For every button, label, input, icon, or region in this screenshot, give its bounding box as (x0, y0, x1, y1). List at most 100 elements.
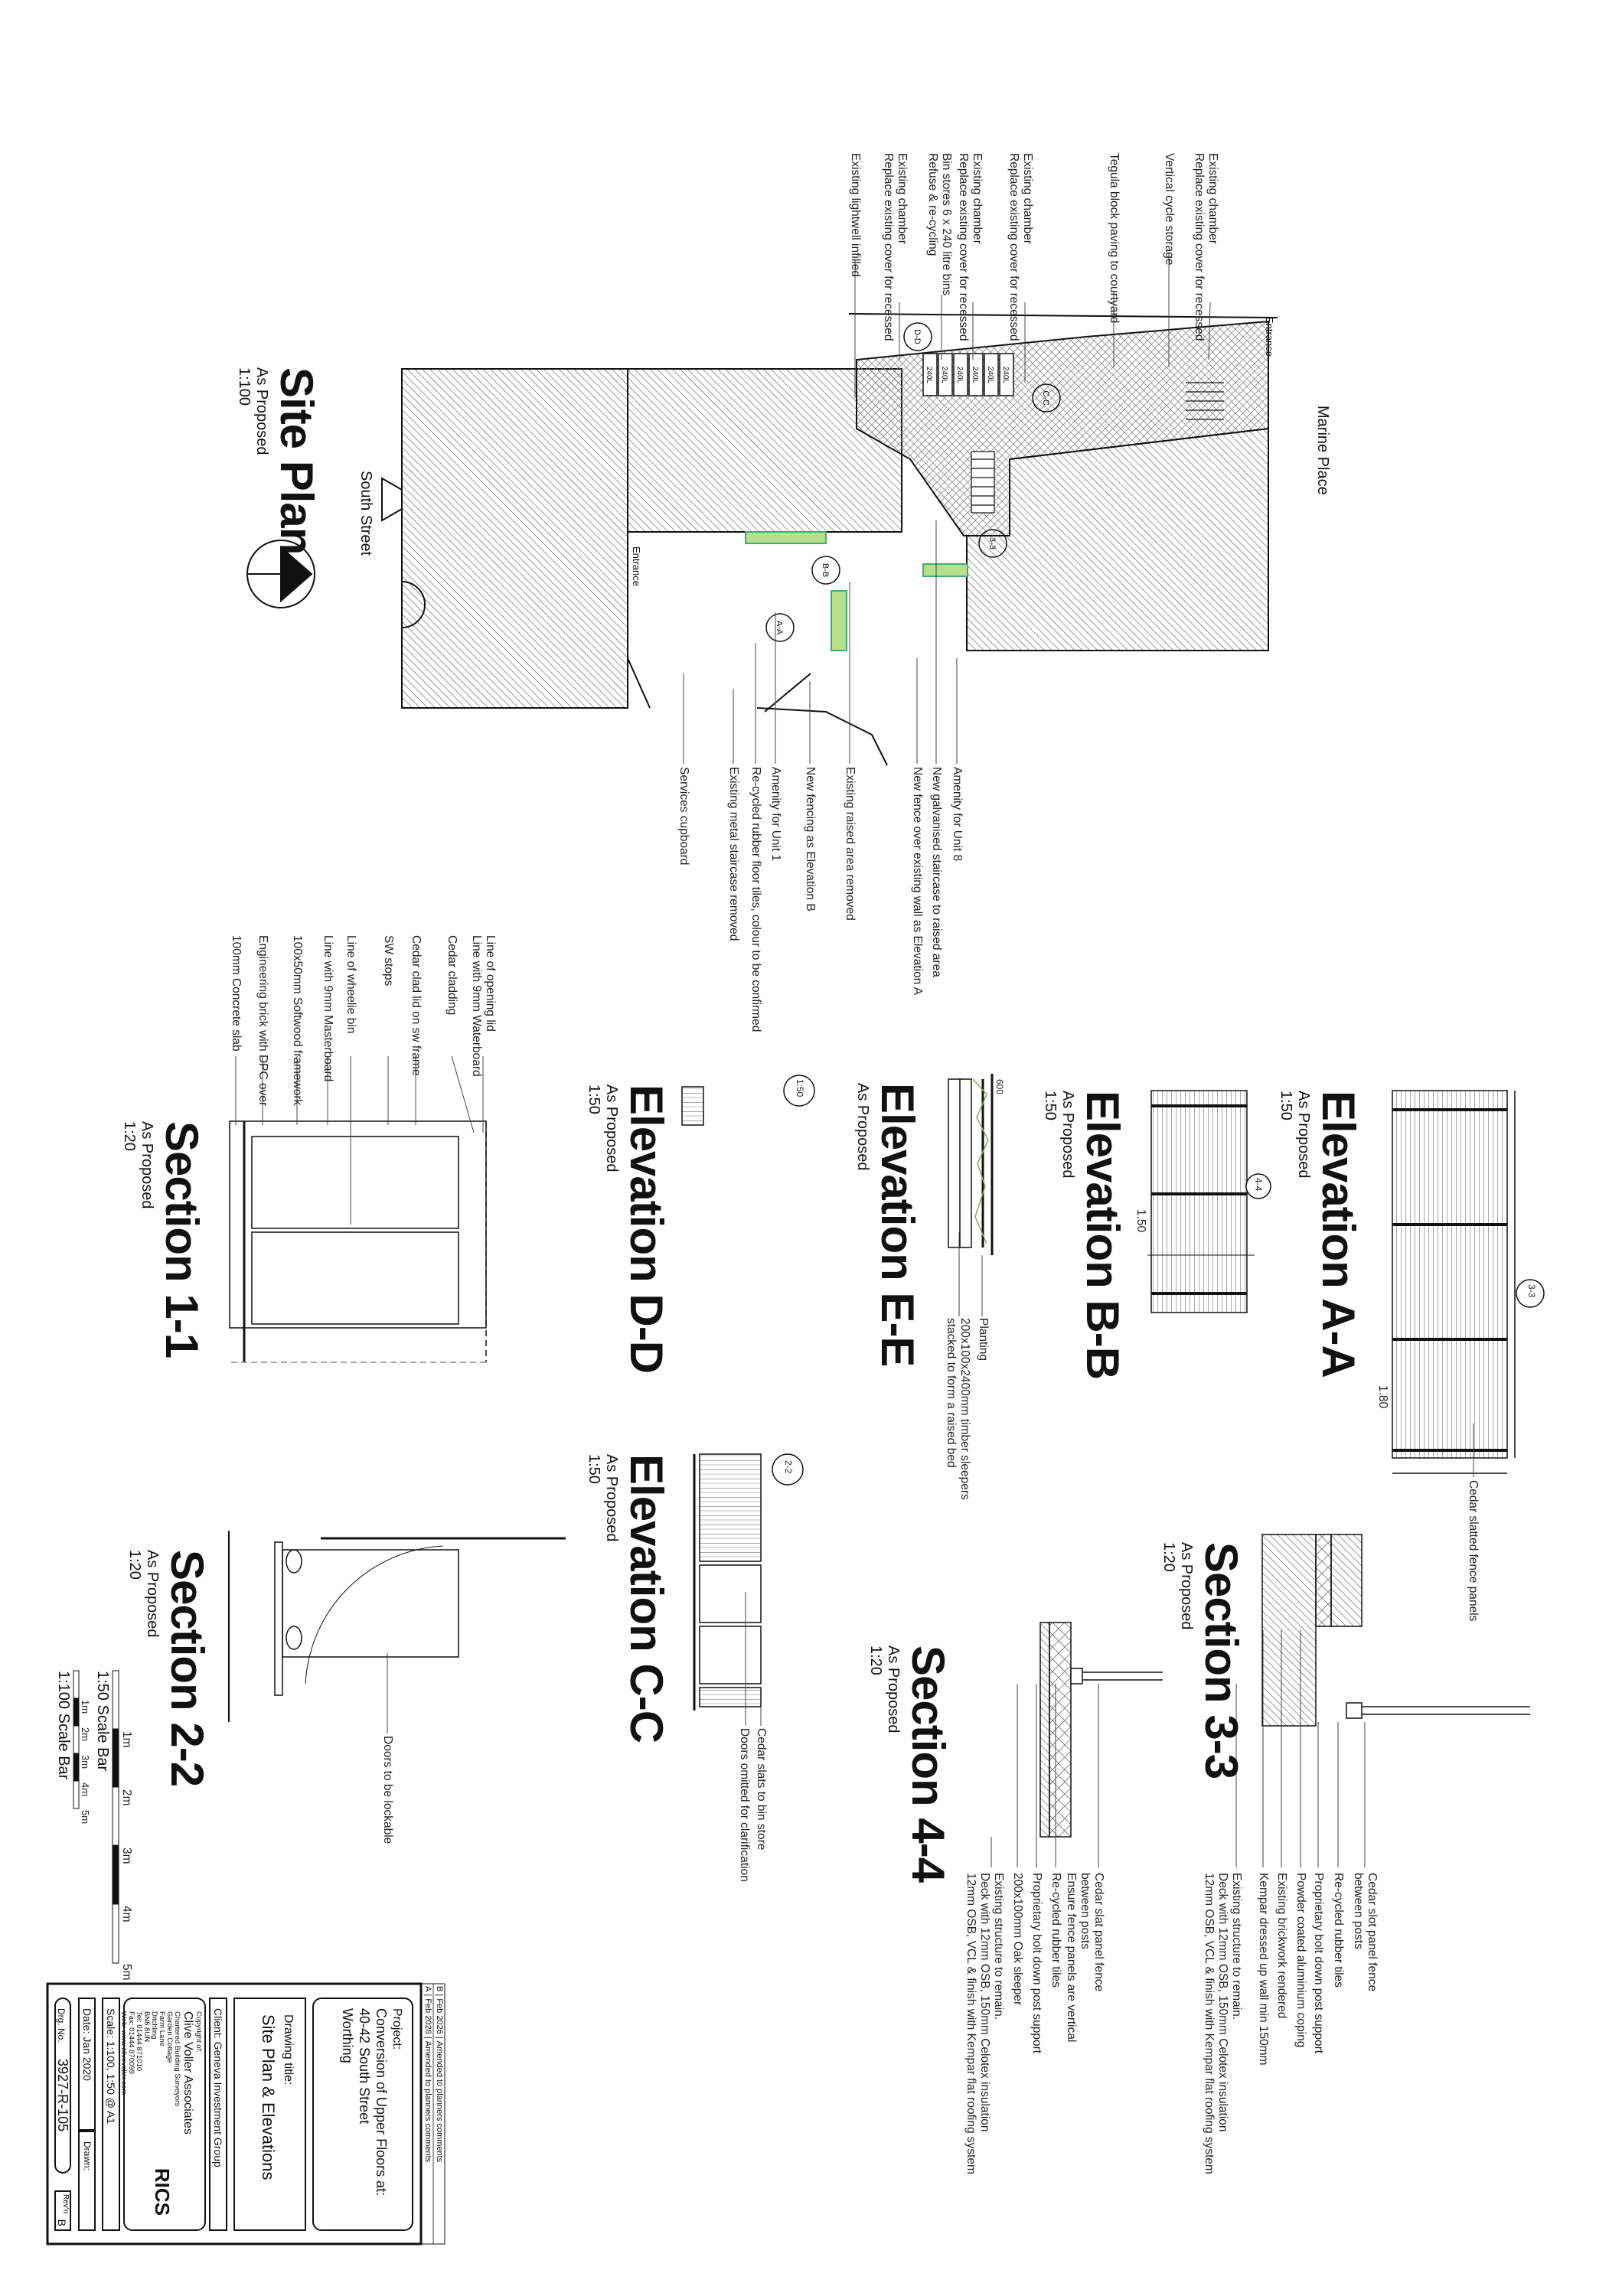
amenity-unit1-planting (831, 590, 847, 651)
note: New fence over existing wall as Elevatio… (911, 767, 924, 996)
section-22-title: Section 2-2 (162, 1550, 213, 1787)
scale-bar-1-50 (112, 1670, 119, 1964)
elevation-aa-title-block: Elevation A-A As Proposed 1:50 (1277, 1091, 1365, 1378)
note: Tegula block paving to courtyard (1108, 153, 1121, 324)
elevation-ee-title-block: Elevation E-E As Proposed (853, 1083, 924, 1366)
date-box: Date: Jan 2020 (78, 1998, 96, 2131)
elevation-bb-marker: 4-4 (1253, 1178, 1264, 1192)
note: New galvanised staircase to raised area (930, 767, 943, 977)
section-11-subtitle: As Proposed (139, 1121, 155, 1209)
note: Vertical cycle storage (1163, 153, 1176, 266)
note: Existing structure to remain.Deck with 1… (1203, 1873, 1243, 2174)
section-44-scale: 1:20 (867, 1645, 884, 1675)
title-block-frame (46, 1982, 423, 2245)
section-11-drawing (229, 1055, 487, 1363)
note: Re-cycled rubber tiles (1049, 1873, 1062, 1988)
revision-box: Rev'n B (54, 2190, 71, 2231)
note: Cedar clad lid on sw frame (410, 935, 423, 1076)
section-22-subtitle: As Proposed (144, 1550, 161, 1638)
elevation-aa-note: Cedar slatted fence panels (1467, 1480, 1480, 1622)
elevation-bb-title-block: Elevation B-B As Proposed 1:50 (1041, 1091, 1129, 1379)
elevation-dd-title: Elevation D-D (621, 1084, 672, 1374)
scale-tick: 1m (80, 1700, 91, 1714)
elevation-aa-marker: 3-3 (1526, 1284, 1537, 1298)
elevation-cc-title-block: Elevation C-C As Proposed 1:50 (585, 1454, 673, 1743)
revision-letter: B (56, 2219, 68, 2226)
elevation-bb-scale: 1:50 (1042, 1091, 1059, 1120)
section-11-scale: 1:20 (121, 1121, 138, 1151)
site-plan-title-block: Site Plan As Proposed 1:100 (235, 367, 323, 554)
elevation-cc-marker: 2-2 (783, 1460, 794, 1474)
note: Existing brickwork rendered (1275, 1873, 1288, 2019)
north-arrow-icon (246, 540, 315, 608)
entrance-label-bottom: Entrance (631, 546, 642, 586)
building-marine-place (966, 427, 1269, 651)
bin-label: 240L (1001, 367, 1010, 384)
note: New fencing as Elevation B (804, 767, 817, 912)
note: Existing raised area removed (844, 767, 857, 921)
section-11-title: Section 1-1 (156, 1121, 207, 1358)
site-plan-subtitle: As Proposed (253, 367, 270, 455)
copyright-box: Copyright of: Clive Voller Associates Ch… (119, 1998, 206, 2231)
bin-label: 240L (971, 367, 979, 384)
cycle-storage (1186, 382, 1224, 420)
company-name: Clive Voller Associates (181, 2011, 194, 2135)
marker-aa: A-A (775, 621, 784, 635)
scale-tick: 1m (120, 1731, 133, 1748)
client-box: Client: Geneva Investment Group (209, 1998, 227, 2231)
section-22-title-block: Section 2-2 As Proposed 1:20 (126, 1550, 214, 1786)
section-44-title: Section 4-4 (902, 1645, 954, 1883)
note: Existing metal staircase removed (727, 767, 740, 941)
scale-tick: 2m (120, 1789, 133, 1806)
building-south-street (401, 368, 628, 709)
scale-tick: 3m (120, 1848, 133, 1864)
elevation-aa-drawing (1392, 1090, 1545, 1477)
note: Kempar dressed up wall min 150mm (1257, 1873, 1270, 2066)
elevation-aa-subtitle: As Proposed (1295, 1091, 1312, 1179)
drawn-box: Drawn: (78, 2131, 96, 2231)
marker-bb: B-B (821, 563, 830, 577)
elevation-bb-subtitle: As Proposed (1059, 1091, 1076, 1179)
note: Services cupboard (677, 767, 690, 866)
bin-label: 240L (955, 367, 964, 384)
drawing-number: 3927-R-105 (55, 2059, 70, 2132)
marker-dd: D-D (912, 329, 922, 344)
note: Re-cycled rubber tiles (1332, 1873, 1345, 1988)
bin-label: 240L (925, 367, 933, 384)
elevation-ee-subtitle: As Proposed (854, 1083, 871, 1171)
elevation-bb-title: Elevation B-B (1077, 1091, 1128, 1380)
elevation-ee-drawing (681, 1074, 994, 1316)
note: Amenity for Unit 8 (951, 767, 964, 862)
section-22-drawing (228, 1531, 566, 1733)
marker-33: 3-3 (987, 537, 997, 550)
bin-label: 240L (940, 367, 948, 384)
revision-row-a: A | Feb 2026 | Amended to planners comme… (423, 1986, 432, 2163)
section-22-note: Doors to be lockable (381, 1736, 394, 1844)
street-label: South Street (357, 471, 374, 556)
note: Line of wheelie bin (344, 935, 357, 1034)
note: Proprietary bolt down post support (1312, 1873, 1325, 2054)
drawing-title-box: Drawing title: Site Plan & Elevations (233, 1998, 306, 2231)
note: Re-cycled rubber floor tiles, colour to … (749, 767, 762, 1032)
elevation-aa-scale: 1:50 (1278, 1091, 1294, 1120)
section-33-drawing (1235, 1534, 1530, 1867)
elevation-ee-dimension: 600 (994, 1079, 1005, 1095)
marker-cc: C-C (1041, 390, 1050, 406)
scale-tick: 5m (80, 1810, 91, 1825)
marine-place-label: Marine Place (1314, 406, 1331, 495)
section-44-drawing (990, 1622, 1163, 1867)
site-plan: D-D C-C 3-3 B-B A-A 240L 240L 240L 240L … (246, 253, 1278, 766)
elevation-aa-title: Elevation A-A (1313, 1091, 1364, 1378)
scale-tick: 5m (120, 1964, 133, 1981)
note: 100mm Concrete slab (230, 935, 243, 1052)
scale-bar-1-100 (73, 1670, 80, 1809)
